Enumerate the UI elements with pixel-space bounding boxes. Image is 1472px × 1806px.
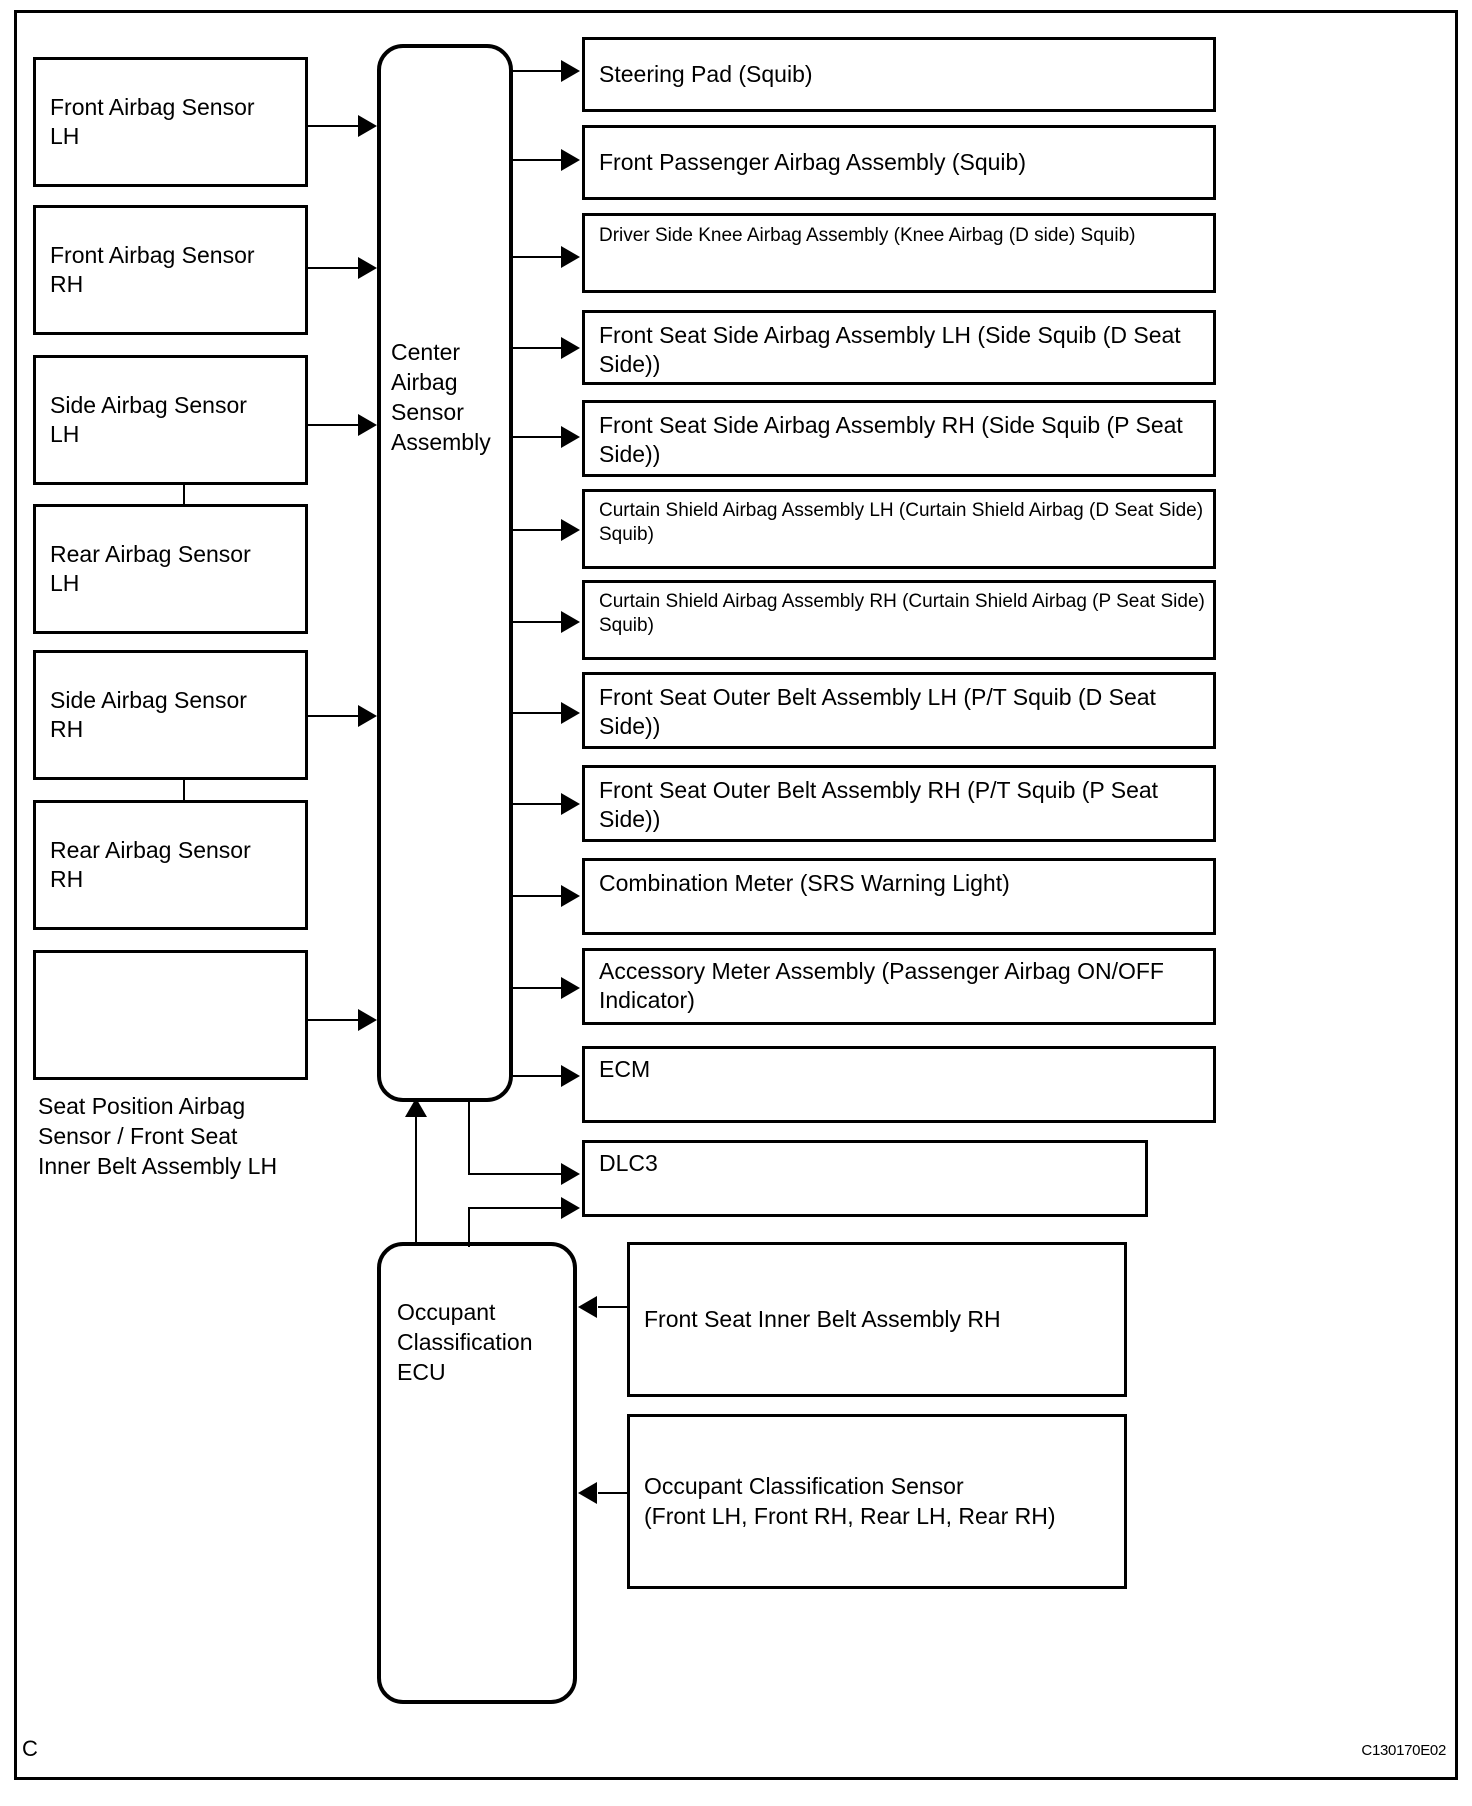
output-box-accessory-meter: Accessory Meter Assembly (Passenger Airb… [582, 948, 1216, 1025]
input-label: Front Airbag Sensor RH [50, 241, 255, 297]
connector-out-belt-lh [513, 712, 563, 714]
connector-center-to-dlc3-vertical [468, 1100, 470, 1175]
input-box-rear-airbag-sensor-rh: Rear Airbag Sensor RH [33, 800, 308, 930]
arrow-out-curtain-lh [561, 519, 580, 541]
arrow-out-side-airbag-rh [561, 426, 580, 448]
arrow-side-lh [358, 414, 377, 436]
center-airbag-sensor-assembly: Center Airbag Sensor Assembly [377, 44, 513, 1102]
corner-letter: C [22, 1736, 38, 1761]
output-box-front-seat-side-airbag-lh: Front Seat Side Airbag Assembly LH (Side… [582, 310, 1216, 385]
output-label: Front Seat Side Airbag Assembly RH (Side… [599, 412, 1183, 468]
input-box-side-airbag-sensor-rh: Side Airbag Sensor RH [33, 650, 308, 780]
link-side-rh-to-rear-rh [183, 779, 185, 801]
arrow-out-combination-meter [561, 885, 580, 907]
output-box-curtain-shield-airbag-rh: Curtain Shield Airbag Assembly RH (Curta… [582, 580, 1216, 660]
output-box-dlc3: DLC3 [582, 1140, 1148, 1217]
occupant-input-label: Occupant Classification Sensor (Front LH… [644, 1473, 1056, 1529]
arrow-out-ecm [561, 1065, 580, 1087]
output-box-ecm: ECM [582, 1046, 1216, 1123]
connector-occ-sensor-to-occ [598, 1492, 628, 1494]
arrow-out-curtain-rh [561, 611, 580, 633]
connector-out-curtain-rh [513, 621, 563, 623]
output-label: DLC3 [599, 1150, 658, 1176]
connector-out-accessory-meter [513, 987, 563, 989]
arrow-side-rh [358, 705, 377, 727]
arrow-out-accessory-meter [561, 977, 580, 999]
output-label: Curtain Shield Airbag Assembly LH (Curta… [599, 500, 1204, 546]
connector-out-steering-pad [513, 70, 563, 72]
connector-occ-to-dlc3-horizontal [468, 1207, 563, 1209]
connector-occ-to-dlc3-vertical [468, 1207, 470, 1247]
output-label: Front Passenger Airbag Assembly (Squib) [599, 148, 1026, 175]
input-box-rear-airbag-sensor-lh: Rear Airbag Sensor LH [33, 504, 308, 634]
input-label: Front Airbag Sensor LH [50, 93, 255, 149]
output-label: ECM [599, 1056, 651, 1082]
connector-out-combination-meter [513, 895, 563, 897]
input-label: Rear Airbag Sensor RH [50, 836, 251, 892]
input-label: Side Airbag Sensor LH [50, 391, 247, 447]
connector-occ-to-center [415, 1115, 417, 1245]
page-border [14, 10, 1458, 1780]
occupant-ecu-label: Occupant Classification ECU [397, 1299, 533, 1385]
connector-out-front-passenger [513, 159, 563, 161]
input-box-side-airbag-sensor-lh: Side Airbag Sensor LH [33, 355, 308, 485]
output-box-curtain-shield-airbag-lh: Curtain Shield Airbag Assembly LH (Curta… [582, 489, 1216, 569]
seat-position-caption: Seat Position Airbag Sensor / Front Seat… [38, 1093, 278, 1179]
arrow-out-front-passenger [561, 149, 580, 171]
arrow-occ-to-center [405, 1098, 427, 1117]
output-label: Front Seat Outer Belt Assembly LH (P/T S… [599, 684, 1156, 740]
connector-out-side-airbag-rh [513, 436, 563, 438]
input-box-front-airbag-sensor-rh: Front Airbag Sensor RH [33, 205, 308, 335]
output-box-front-seat-outer-belt-rh: Front Seat Outer Belt Assembly RH (P/T S… [582, 765, 1216, 842]
figure-code: C130170E02 [1361, 1742, 1446, 1759]
output-label: Front Seat Outer Belt Assembly RH (P/T S… [599, 777, 1159, 833]
output-label: Combination Meter (SRS Warning Light) [599, 870, 1010, 896]
arrow-out-belt-lh [561, 702, 580, 724]
connector-side-lh [308, 424, 360, 426]
output-box-occupant-classification-sensor: Occupant Classification Sensor (Front LH… [627, 1414, 1127, 1589]
output-box-front-seat-outer-belt-lh: Front Seat Outer Belt Assembly LH (P/T S… [582, 672, 1216, 749]
connector-out-curtain-lh [513, 529, 563, 531]
arrow-out-knee-airbag [561, 246, 580, 268]
arrow-front-rh [358, 257, 377, 279]
center-unit-label: Center Airbag Sensor Assembly [391, 339, 491, 455]
connector-front-lh [308, 125, 360, 127]
output-box-front-seat-inner-belt-rh: Front Seat Inner Belt Assembly RH [627, 1242, 1127, 1397]
connector-inner-belt-rh-to-occ [598, 1306, 628, 1308]
link-side-lh-to-rear-lh [183, 484, 185, 506]
occupant-classification-ecu: Occupant Classification ECU [377, 1242, 577, 1704]
output-box-front-seat-side-airbag-rh: Front Seat Side Airbag Assembly RH (Side… [582, 400, 1216, 477]
arrow-seat-position [358, 1009, 377, 1031]
connector-side-rh [308, 715, 360, 717]
output-label: Steering Pad (Squib) [599, 60, 813, 87]
input-label: Side Airbag Sensor RH [50, 686, 247, 742]
output-box-steering-pad: Steering Pad (Squib) [582, 37, 1216, 112]
connector-out-ecm [513, 1075, 563, 1077]
arrow-out-dlc3-from-occ [561, 1197, 580, 1219]
connector-seat-position [308, 1019, 360, 1021]
input-box-front-airbag-sensor-lh: Front Airbag Sensor LH [33, 57, 308, 187]
output-label: Curtain Shield Airbag Assembly RH (Curta… [599, 591, 1205, 637]
arrow-out-steering-pad [561, 60, 580, 82]
arrow-front-lh [358, 115, 377, 137]
output-box-front-passenger-airbag: Front Passenger Airbag Assembly (Squib) [582, 125, 1216, 200]
arrow-out-belt-rh [561, 793, 580, 815]
connector-out-knee-airbag [513, 256, 563, 258]
connector-center-to-dlc3-horizontal [468, 1173, 563, 1175]
connector-out-belt-rh [513, 803, 563, 805]
arrow-occ-sensor-to-occ [578, 1482, 597, 1504]
arrow-out-dlc3-from-center [561, 1163, 580, 1185]
arrow-out-side-airbag-lh [561, 337, 580, 359]
output-label: Front Seat Side Airbag Assembly LH (Side… [599, 322, 1181, 378]
output-label: Accessory Meter Assembly (Passenger Airb… [599, 958, 1164, 1014]
output-box-combination-meter: Combination Meter (SRS Warning Light) [582, 858, 1216, 935]
output-box-driver-knee-airbag: Driver Side Knee Airbag Assembly (Knee A… [582, 213, 1216, 293]
arrow-inner-belt-rh-to-occ [578, 1296, 597, 1318]
input-box-seat-position-airbag-sensor [33, 950, 308, 1080]
connector-front-rh [308, 267, 360, 269]
output-label: Driver Side Knee Airbag Assembly (Knee A… [599, 225, 1136, 246]
input-label: Rear Airbag Sensor LH [50, 540, 251, 596]
connector-out-side-airbag-lh [513, 347, 563, 349]
occupant-input-label: Front Seat Inner Belt Assembly RH [644, 1305, 1001, 1332]
